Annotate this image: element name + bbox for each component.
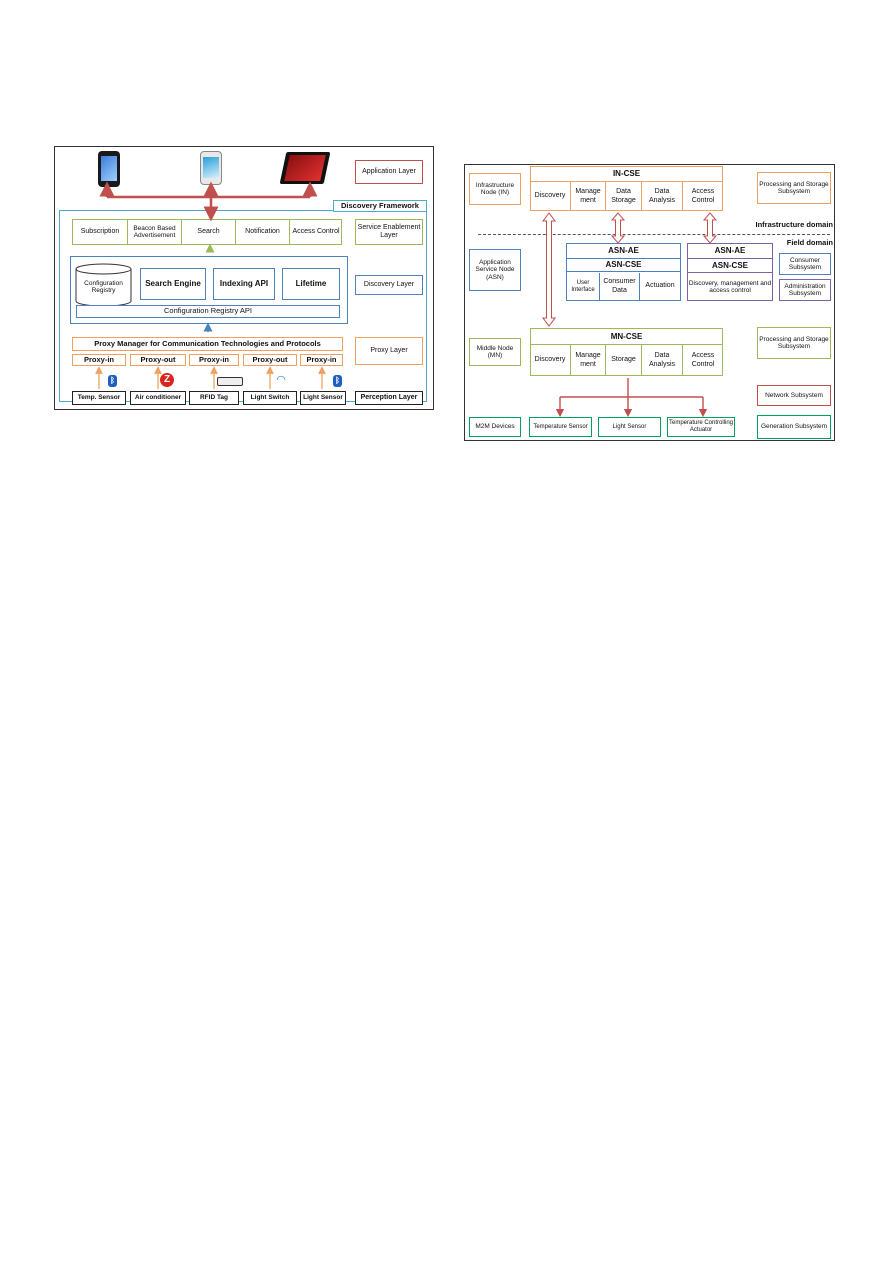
middle-node-label: Middle Node (MN) (469, 338, 521, 366)
generation-subsystem-label: Generation Subsystem (757, 415, 831, 439)
asn-left-modules: User Interface Consumer Data Actuation (567, 273, 680, 300)
user-interface-block: User Interface (571, 279, 595, 293)
proxy-block-3: Proxy-in (189, 354, 239, 366)
consumer-subsystem-label: Consumer Subsystem (779, 253, 831, 275)
mn-access-control-block: Access Control (682, 345, 723, 376)
in-data-analysis-block: Data Analysis (641, 182, 682, 211)
light-sensor-device: Light Sensor (598, 417, 661, 437)
discovery-framework-title: Discovery Framework (333, 200, 427, 212)
rfid-icon (217, 377, 243, 386)
zigbee-icon: Z (160, 373, 174, 387)
domain-divider (478, 234, 830, 235)
actuation-block: Actuation (639, 273, 680, 300)
notification-block: Notification (235, 220, 289, 244)
search-block: Search (181, 220, 235, 244)
device-air-conditioner: Air conditioner (130, 391, 186, 405)
config-registry-cylinder: Configuration Registry (75, 263, 132, 307)
device-light-switch: Light Switch (243, 391, 297, 405)
infrastructure-node-label: Infrastructure Node (IN) (469, 173, 521, 205)
in-data-storage-block: Data Storage (605, 182, 641, 211)
temperature-sensor-device: Temperature Sensor (529, 417, 592, 437)
access-control-block: Access Control (289, 220, 342, 244)
in-cse-title: IN-CSE (612, 169, 641, 179)
left-figure-frame (54, 146, 434, 410)
asn-left-ae: ASN-AE (567, 244, 680, 259)
proxy-block-4: Proxy-out (243, 354, 297, 366)
in-management-block: Manage ment (570, 182, 605, 211)
mn-management-block: Manage ment (570, 345, 605, 376)
indexing-api-block: Indexing API (213, 268, 275, 300)
asn-right-cse: ASN-CSE (688, 259, 772, 273)
subscription-block: Subscription (80, 227, 120, 235)
beacon-advertisement-block: Beacon Based Advertisement (127, 220, 181, 244)
proxy-block-2: Proxy-out (130, 354, 186, 366)
network-subsystem-label: Network Subsystem (757, 385, 831, 406)
consumer-data-block: Consumer Data (599, 273, 639, 300)
proxy-block-1: Proxy-in (72, 354, 126, 366)
smartphone-icon (98, 151, 120, 187)
mn-cse-container (530, 328, 723, 376)
lifetime-block: Lifetime (282, 268, 340, 300)
application-layer-label: Application Layer (355, 160, 423, 184)
asn-node-label: Application Service Node (ASN) (469, 249, 521, 291)
proxy-layer-label: Proxy Layer (355, 337, 423, 365)
mn-storage-block: Storage (605, 345, 641, 376)
mn-cse-title: MN-CSE (610, 331, 643, 341)
device-light-sensor: Light Sensor (300, 391, 346, 405)
processing-storage-mid-label: Processing and Storage Subsystem (757, 327, 831, 359)
proxy-block-5: Proxy-in (300, 354, 343, 366)
asn-right-ae: ASN-AE (688, 244, 772, 259)
mn-cse-modules: Discovery Manage ment Storage Data Analy… (530, 344, 723, 376)
temperature-actuator-device: Temperature Controlling Actuator (667, 417, 735, 437)
wifi-icon: ◠ (276, 374, 286, 386)
perception-layer-label: Perception Layer (355, 391, 423, 405)
bluetooth-icon: ᛒ (108, 375, 117, 387)
registry-api-block: Configuration Registry API (76, 305, 340, 318)
asn-left-container (566, 243, 681, 301)
device-rfid-tag: RFID Tag (189, 391, 239, 405)
in-cse-modules: Discovery Manage ment Data Storage Data … (530, 181, 723, 211)
administration-subsystem-label: Administration Subsystem (779, 279, 831, 301)
mn-discovery-block: Discovery (534, 356, 566, 364)
asn-right-container (687, 243, 773, 301)
right-figure-frame (464, 164, 835, 441)
in-access-control-block: Access Control (682, 182, 723, 211)
infrastructure-domain-label: Infrastructure domain (755, 220, 833, 229)
asn-right-desc: Discovery, management and access control (688, 279, 772, 294)
android-phone-icon (200, 151, 222, 185)
in-discovery-block: Discovery (534, 192, 566, 200)
field-domain-label: Field domain (786, 238, 833, 247)
discovery-layer-label: Discovery Layer (355, 275, 423, 295)
device-temp-sensor: Temp. Sensor (72, 391, 126, 405)
mn-data-analysis-block: Data Analysis (641, 345, 682, 376)
m2m-devices-label: M2M Devices (469, 417, 521, 437)
service-enablement-label: Service Enablement Layer (355, 219, 423, 245)
proxy-manager-block: Proxy Manager for Communication Technolo… (72, 337, 343, 351)
search-engine-block: Search Engine (140, 268, 206, 300)
in-cse-container (530, 166, 723, 211)
processing-storage-top-label: Processing and Storage Subsystem (757, 172, 831, 204)
asn-left-cse: ASN-CSE (567, 259, 680, 272)
bluetooth-icon: ᛒ (333, 375, 342, 387)
